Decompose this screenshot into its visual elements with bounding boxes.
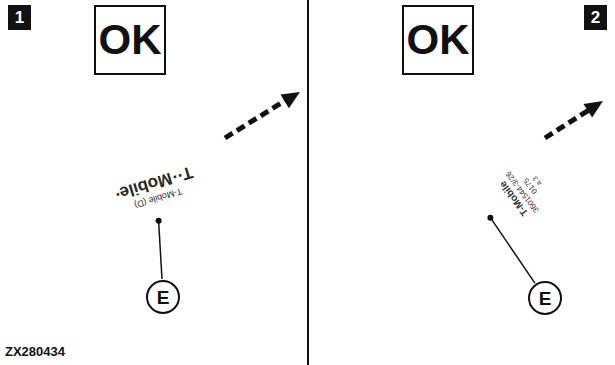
panel-number-badge: 2: [584, 5, 607, 30]
leader-line: [156, 218, 162, 279]
card-body: [375, 140, 575, 250]
insert-direction-arrow: [545, 110, 589, 138]
sim-card: T-Mobile (D)T··Mobile·: [62, 140, 252, 245]
chip-contact-line: [435, 186, 460, 220]
leader-dot: [156, 218, 162, 224]
cross-line: [406, 9, 474, 75]
callout-circle: E: [528, 281, 562, 315]
leader-line: [487, 215, 535, 283]
chip-contact-line: [417, 198, 463, 211]
sim-card: T-Mobile3601544-3/260175a.3: [375, 140, 575, 250]
callout-circle: E: [146, 280, 180, 314]
leader-stroke: [159, 221, 162, 279]
arrow-head: [281, 92, 301, 108]
ok-box: OK: [94, 5, 166, 75]
card-body: [62, 140, 252, 245]
callout-letter: E: [157, 288, 170, 307]
leader-stroke: [490, 218, 535, 283]
callout-letter: E: [539, 289, 552, 308]
chip-contact-line: [412, 192, 458, 205]
crossed-ok-box: OK: [402, 5, 474, 75]
insert-direction-arrow: [225, 100, 286, 138]
card-print: T-Mobile3601544-3/260175a.3: [494, 158, 555, 221]
cross-line: [406, 9, 474, 75]
panel-divider: [307, 0, 309, 365]
panel-number: 2: [591, 9, 600, 26]
panel-number-badge: 1: [8, 5, 31, 30]
chip-contact-line: [422, 205, 468, 218]
ok-text: OK: [99, 19, 162, 61]
panel-number: 1: [15, 9, 24, 26]
leader-dot: [487, 215, 493, 221]
sim-chip: [404, 182, 475, 229]
arrow-head: [584, 101, 604, 117]
figure-code: ZX280434: [5, 345, 65, 358]
ok-text: OK: [407, 19, 470, 61]
card-print: T-Mobile (D)T··Mobile·: [112, 161, 199, 215]
chip-contact-line: [420, 190, 445, 224]
card-outline: [375, 140, 575, 250]
